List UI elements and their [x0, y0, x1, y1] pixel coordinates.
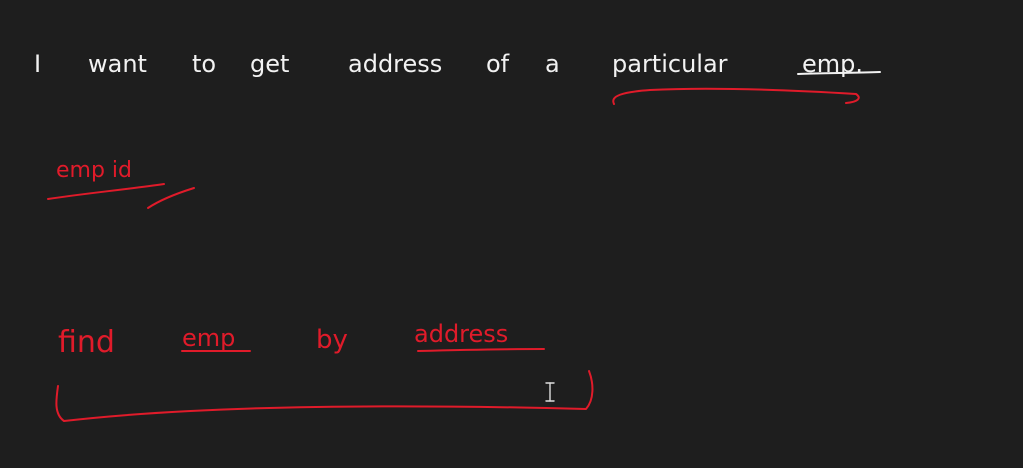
- word-emp-red: emp: [182, 324, 235, 352]
- word-get: get: [250, 50, 289, 78]
- underline-particular-emp: [612, 87, 860, 105]
- underline-emp-id: [47, 183, 165, 200]
- word-address: address: [348, 50, 442, 78]
- underline-emp-id-extension: [147, 187, 195, 209]
- word-want: want: [88, 50, 147, 78]
- word-by: by: [316, 325, 348, 355]
- bracket-under-find-emp-by-address: [55, 370, 594, 422]
- note-line-2: emp id: [56, 158, 132, 183]
- note-line-3: find emp by address: [58, 320, 508, 360]
- emp-id-label: emp id: [56, 158, 132, 183]
- note-line-1: I want to get address of a particular em…: [34, 50, 863, 78]
- word-find: find: [58, 325, 115, 360]
- text-cursor-icon: [545, 382, 555, 402]
- word-a: a: [545, 50, 560, 78]
- word-i: I: [34, 50, 41, 78]
- underline-emp: [797, 71, 881, 75]
- word-particular: particular: [612, 50, 728, 78]
- word-of: of: [486, 50, 510, 78]
- word-address-red: address: [414, 320, 508, 348]
- underline-address-red: [417, 348, 545, 352]
- word-to: to: [192, 50, 216, 78]
